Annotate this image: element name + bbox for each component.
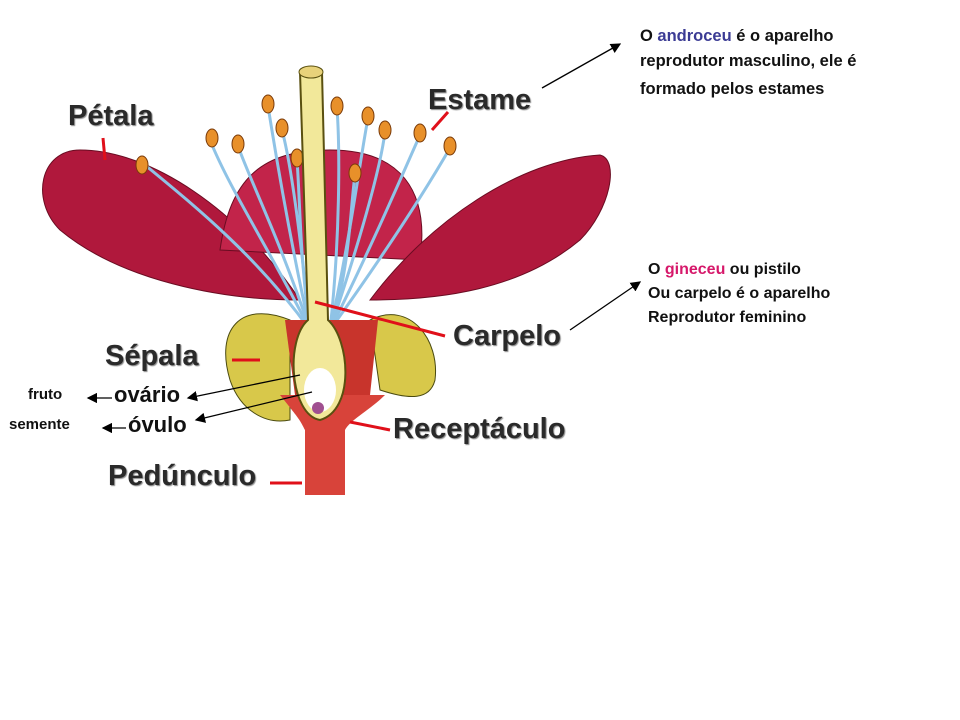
note-text: Reprodutor feminino <box>648 309 807 326</box>
label-ovulo: óvulo <box>128 412 187 437</box>
anthers <box>135 94 457 183</box>
label-petala: Pétala <box>68 100 154 132</box>
note-text: O <box>640 27 658 45</box>
note-text: é o aparelho <box>731 27 834 45</box>
label-estame: Estame <box>428 84 532 116</box>
sepals <box>225 313 437 422</box>
note-text: reprodutor masculino, ele é <box>640 52 857 70</box>
label-fruto: fruto <box>28 386 63 403</box>
note-text: Ou carpelo é o aparelho <box>648 285 831 302</box>
note-text: O <box>648 261 665 278</box>
label-semente: semente <box>9 416 70 433</box>
note-text: formado pelos estames <box>640 80 825 98</box>
label-carpelo: Carpelo <box>453 320 561 352</box>
label-ovario: ovário <box>114 382 181 407</box>
label-receptaculo: Receptáculo <box>393 413 566 445</box>
gineceu-note: O gineceu ou pistilo Ou carpelo é o apar… <box>648 261 830 333</box>
note-text: ou pistilo <box>725 261 801 278</box>
androceu-term: androceu <box>657 27 732 45</box>
stamens <box>144 105 452 331</box>
pointer-lines <box>101 111 450 485</box>
label-sepala: Sépala <box>105 340 199 372</box>
gineceu-term: gineceu <box>664 261 726 278</box>
androceu-note: O androceu é o aparelho reprodutor mascu… <box>640 27 856 105</box>
label-pedunculo: Pedúnculo <box>108 460 257 492</box>
arrows <box>86 43 642 434</box>
carpel <box>292 65 347 422</box>
